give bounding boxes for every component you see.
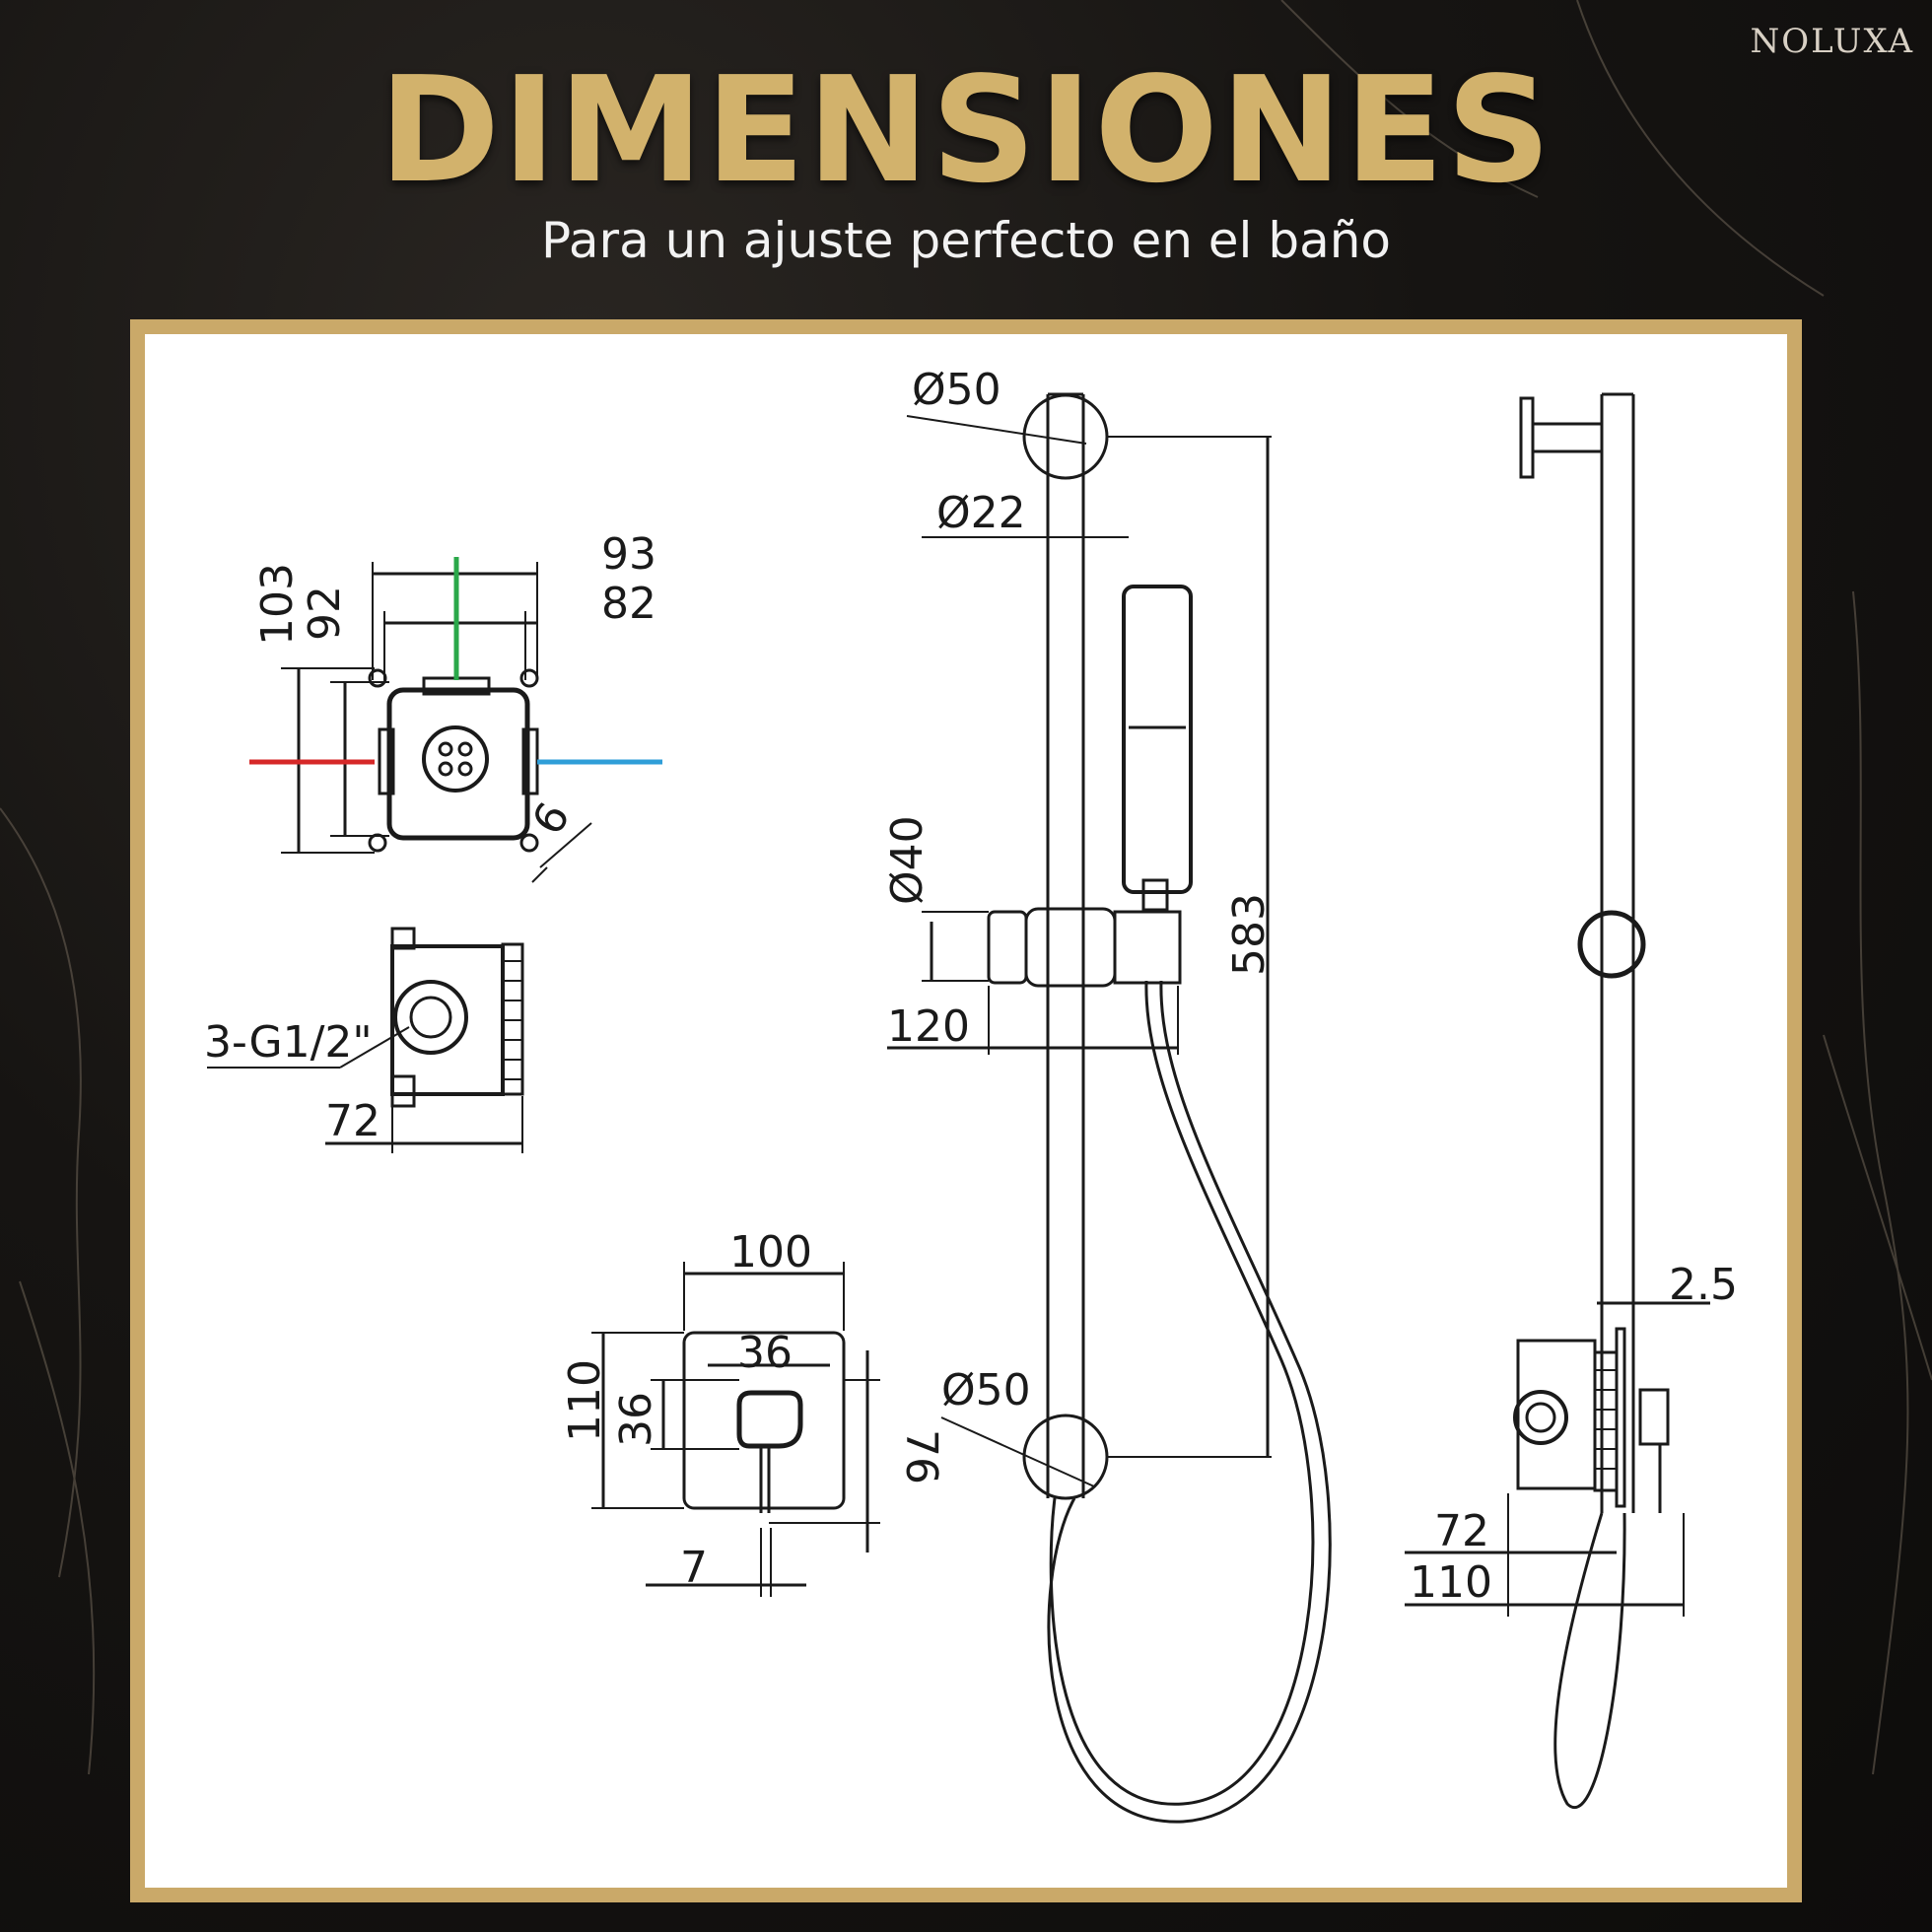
dim-thread: 3-G1/2" bbox=[204, 1017, 373, 1068]
dim-lever-diameter: 7 bbox=[680, 1543, 708, 1593]
dim-side-depth-72: 72 bbox=[1434, 1506, 1489, 1556]
dim-plate-width: 100 bbox=[729, 1227, 812, 1277]
brand-logo: NOLUXA bbox=[1750, 22, 1914, 61]
shower-rail-front bbox=[887, 392, 1332, 1824]
dim-holder-diameter: Ø40 bbox=[882, 815, 932, 905]
dim-box-height-outer: 103 bbox=[252, 563, 303, 646]
dim-knob-width: 36 bbox=[737, 1328, 793, 1378]
dim-plate-thickness: 2.5 bbox=[1669, 1260, 1738, 1310]
diagram-frame bbox=[130, 319, 1802, 1902]
dim-box-depth: 72 bbox=[325, 1096, 380, 1146]
shower-side-view bbox=[1405, 392, 1710, 1809]
dim-knob-height: 36 bbox=[611, 1392, 661, 1447]
page-title: DIMENSIONES bbox=[379, 45, 1553, 215]
dim-box-width-outer: 93 bbox=[601, 529, 656, 580]
dim-box-height-inner: 92 bbox=[300, 586, 350, 641]
dim-bar-diameter: Ø22 bbox=[936, 488, 1026, 538]
dim-bar-top-diameter: Ø50 bbox=[912, 365, 1001, 415]
dim-bar-bottom-diameter: Ø50 bbox=[941, 1365, 1031, 1415]
wall-plate-view bbox=[591, 1262, 880, 1597]
box-side-view bbox=[207, 927, 524, 1153]
dim-bar-length: 583 bbox=[1224, 893, 1275, 976]
dim-lever-length: 76 bbox=[896, 1429, 946, 1484]
dim-holder-projection: 120 bbox=[887, 1001, 970, 1052]
dim-box-width-inner: 82 bbox=[601, 579, 656, 629]
dim-plate-height: 110 bbox=[560, 1359, 610, 1442]
page-subtitle: Para un ajuste perfecto en el baño bbox=[541, 212, 1391, 269]
dim-side-depth-110: 110 bbox=[1410, 1557, 1492, 1608]
